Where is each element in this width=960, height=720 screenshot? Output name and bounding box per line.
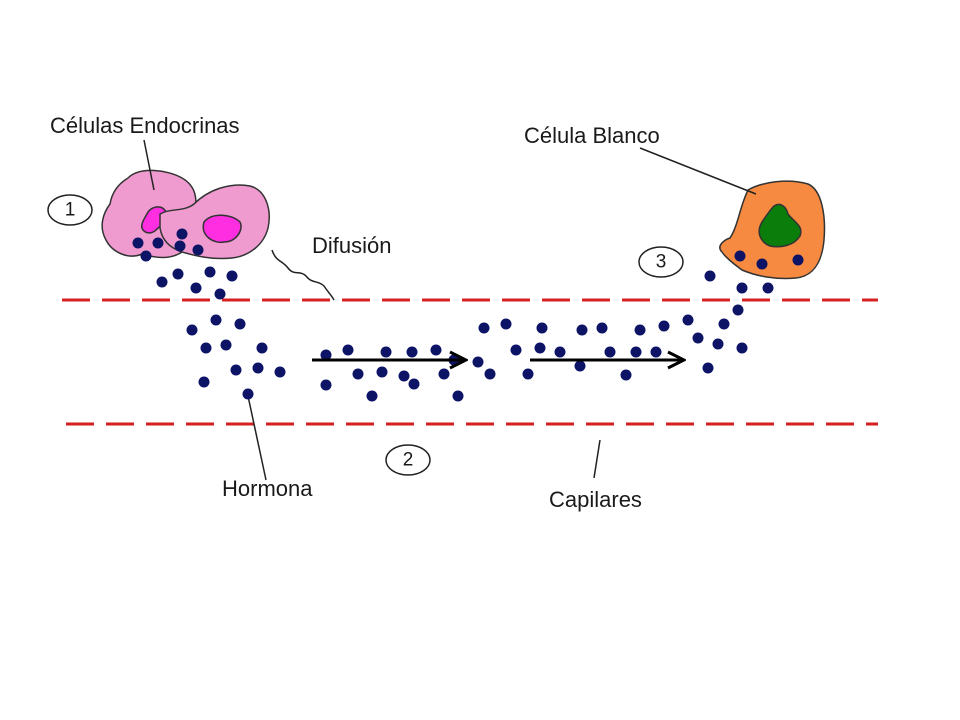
hormone-dot xyxy=(214,288,226,300)
target-cell xyxy=(719,180,826,280)
leader-diffusion xyxy=(271,249,335,301)
step-number: 3 xyxy=(656,252,667,273)
hormone-dot xyxy=(574,360,586,372)
hormone-dot xyxy=(204,266,216,278)
hormone-dot xyxy=(320,349,332,361)
hormone-dot xyxy=(634,324,646,336)
hormone-dot xyxy=(734,250,746,262)
hormone-dot xyxy=(472,356,484,368)
hormone-dot xyxy=(478,322,490,334)
hormone-dot xyxy=(604,346,616,358)
step-marker-1: 1 xyxy=(47,194,93,226)
hormone-dot xyxy=(220,339,232,351)
endocrine-nucleus-right xyxy=(202,214,242,244)
label-endocrine-cells: Células Endocrinas xyxy=(50,113,240,138)
hormone-dot xyxy=(376,366,388,378)
hormone-dot xyxy=(230,364,242,376)
label-capillaries: Capilares xyxy=(549,487,642,512)
hormone-dot xyxy=(140,250,152,262)
hormone-dot xyxy=(500,318,512,330)
leader-target xyxy=(639,147,757,195)
hormone-dot xyxy=(554,346,566,358)
hormone-dot xyxy=(234,318,246,330)
hormone-dot xyxy=(380,346,392,358)
hormone-dot xyxy=(536,322,548,334)
hormone-dot xyxy=(736,342,748,354)
hormone-dot xyxy=(152,237,164,249)
hormone-dot xyxy=(576,324,588,336)
leader-capillaries xyxy=(593,439,601,479)
hormone-dot xyxy=(438,368,450,380)
leader-hormone xyxy=(247,395,267,481)
label-diffusion: Difusión xyxy=(312,233,391,258)
hormone-dot xyxy=(712,338,724,350)
hormone-dot xyxy=(452,390,464,402)
hormone-dot xyxy=(176,228,188,240)
label-target-cell: Célula Blanco xyxy=(524,123,660,148)
hormone-dot xyxy=(630,346,642,358)
hormone-dot xyxy=(704,270,716,282)
step-number: 2 xyxy=(403,450,414,471)
hormone-dot xyxy=(692,332,704,344)
leader-endocrine xyxy=(143,139,155,191)
hormone-dot xyxy=(342,344,354,356)
hormone-dot xyxy=(650,346,662,358)
hormone-dot xyxy=(430,344,442,356)
hormone-dot xyxy=(352,368,364,380)
hormone-dot xyxy=(252,362,264,374)
hormone-dot xyxy=(406,346,418,358)
hormone-dot xyxy=(320,379,332,391)
hormone-dot xyxy=(198,376,210,388)
hormone-dot xyxy=(274,366,286,378)
hormone-dot xyxy=(226,270,238,282)
hormone-dot xyxy=(484,368,496,380)
step-marker-3: 3 xyxy=(638,246,684,278)
hormone-dot xyxy=(682,314,694,326)
hormone-dot xyxy=(156,276,168,288)
hormone-dot xyxy=(398,370,410,382)
hormone-molecules xyxy=(132,228,804,402)
hormone-dot xyxy=(756,258,768,270)
hormone-dot xyxy=(200,342,212,354)
hormone-dot xyxy=(132,237,144,249)
step-number: 1 xyxy=(65,200,76,221)
hormone-dot xyxy=(718,318,730,330)
hormone-dot xyxy=(408,378,420,390)
hormone-dot xyxy=(658,320,670,332)
hormone-dot xyxy=(732,304,744,316)
hormone-dot xyxy=(210,314,222,326)
hormone-dot xyxy=(620,369,632,381)
hormone-dot xyxy=(522,368,534,380)
label-hormone: Hormona xyxy=(222,476,313,501)
hormone-dot xyxy=(366,390,378,402)
hormone-dot xyxy=(190,282,202,294)
hormone-dot xyxy=(792,254,804,266)
hormone-dot xyxy=(762,282,774,294)
hormone-dot xyxy=(174,240,186,252)
hormone-dot xyxy=(192,244,204,256)
hormone-dot xyxy=(256,342,268,354)
hormone-dot xyxy=(596,322,608,334)
hormone-dot xyxy=(702,362,714,374)
hormone-dot xyxy=(510,344,522,356)
endocrine-cells xyxy=(101,169,270,260)
hormone-dot xyxy=(172,268,184,280)
hormone-dot xyxy=(736,282,748,294)
hormone-dot xyxy=(242,388,254,400)
hormone-dot xyxy=(186,324,198,336)
step-marker-2: 2 xyxy=(385,444,431,476)
target-cell-nucleus xyxy=(758,203,802,248)
hormone-dot xyxy=(534,342,546,354)
